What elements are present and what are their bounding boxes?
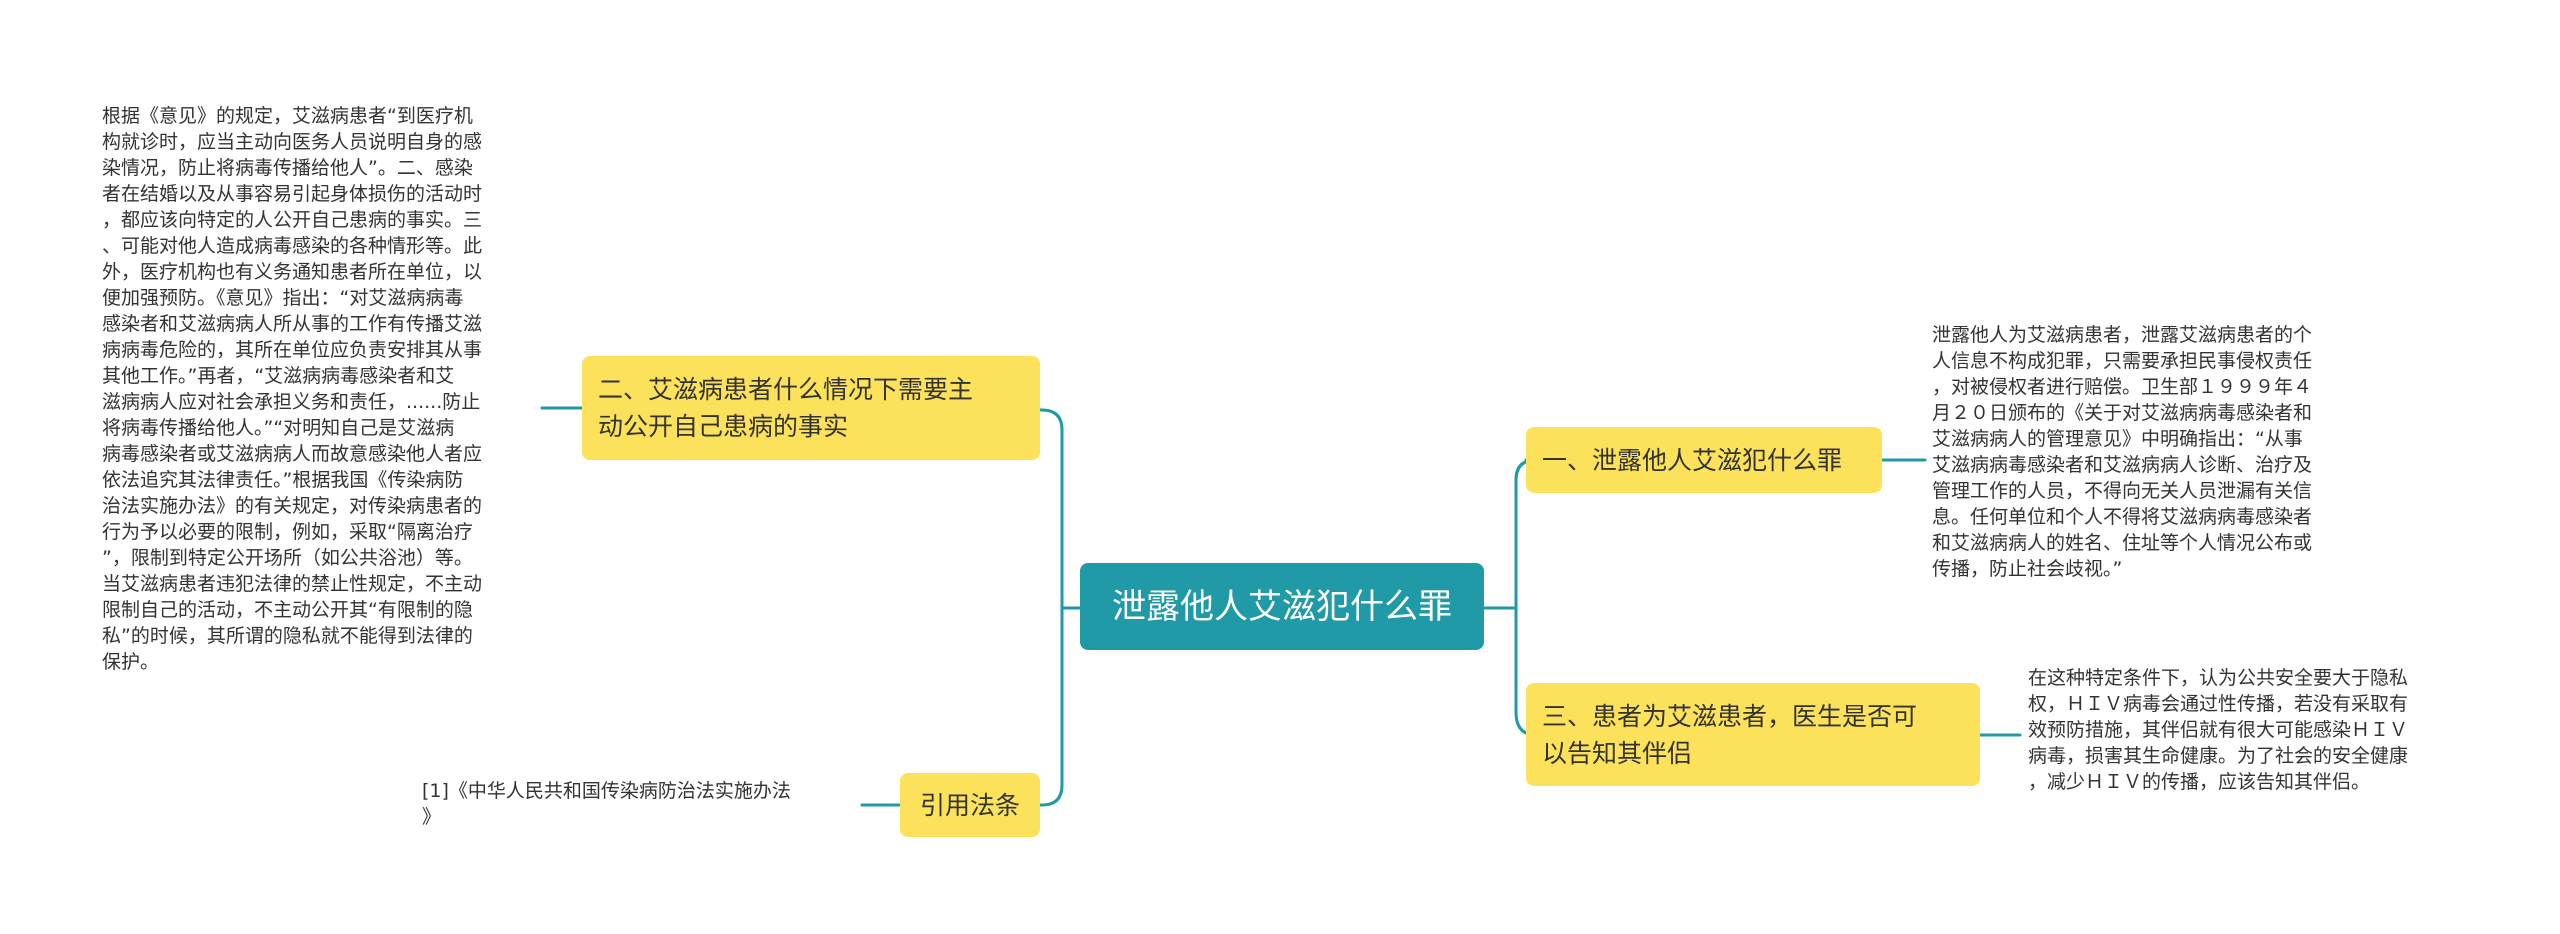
branch-topic-1[interactable]: 一、泄露他人艾滋犯什么罪 [1526, 427, 1882, 493]
connector-root-branch-2 [1038, 408, 1084, 610]
branch-topic-4[interactable]: 引用法条 [900, 773, 1040, 837]
leaf-note-3: 在这种特定条件下，认为公共安全要大于隐私 权，ＨＩＶ病毒会通过性传播，若没有采取… [2028, 667, 2409, 793]
branch-topic-3[interactable]: 三、患者为艾滋患者，医生是否可 以告知其伴侣 [1526, 683, 1980, 786]
leaf-note-2: 根据《意见》的规定，艾滋病患者“到医疗机 构就诊时，应当主动向医务人员说明自身的… [102, 105, 483, 673]
root-topic[interactable]: 泄露他人艾滋犯什么罪 [1080, 563, 1484, 650]
branch-topic-3-label: 三、患者为艾滋患者，医生是否可 以告知其伴侣 [1542, 701, 1918, 768]
branch-topic-1-label: 一、泄露他人艾滋犯什么罪 [1542, 445, 1843, 475]
leaf-note-4: [1]《中华人民共和国传染病防治法实施办法 》 [422, 780, 791, 828]
leaf-note-1: 泄露他人为艾滋病患者，泄露艾滋病患者的个 人信息不构成犯罪，只需要承担民事侵权责… [1932, 324, 2313, 580]
branch-topic-2-label: 二、艾滋病患者什么情况下需要主 动公开自己患病的事实 [598, 375, 974, 441]
branch-topic-2[interactable]: 二、艾滋病患者什么情况下需要主 动公开自己患病的事实 [582, 356, 1040, 460]
connector-root-branch-4 [1038, 606, 1064, 807]
branch-topic-4-label: 引用法条 [919, 790, 1020, 820]
root-topic-label: 泄露他人艾滋犯什么罪 [1112, 586, 1452, 627]
